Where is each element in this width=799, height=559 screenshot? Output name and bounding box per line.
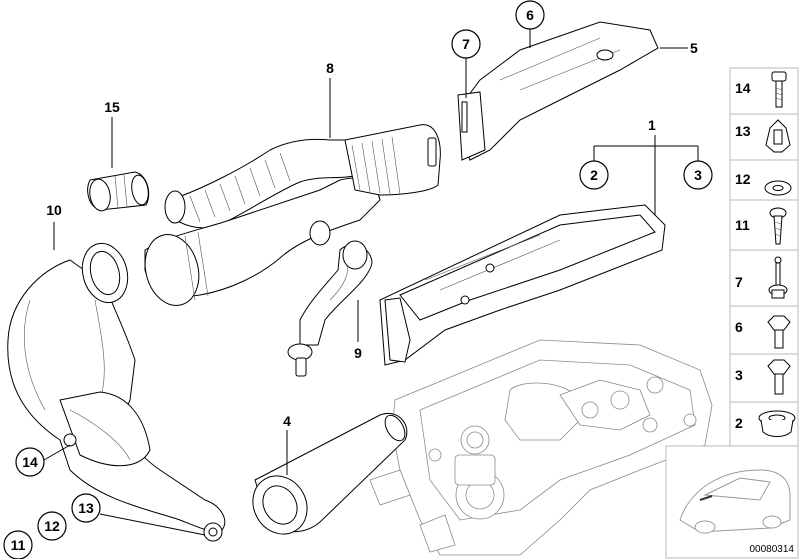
callout-3-circle — [683, 160, 713, 190]
callout-1: 1 — [648, 117, 656, 133]
callout-15: 15 — [104, 99, 120, 115]
callout-14: 14 — [22, 454, 38, 470]
washer-icon — [764, 180, 792, 196]
legend-label-2: 2 — [735, 415, 743, 431]
callout-8: 8 — [326, 60, 334, 76]
flange-bolt-icon — [767, 315, 791, 349]
callout-7: 7 — [462, 36, 470, 52]
part-1-air-guide-drawing — [379, 204, 666, 366]
legend-label-14: 14 — [735, 80, 751, 96]
part-9-vent-hose-drawing — [287, 240, 373, 377]
vehicle-thumbnail: 00080314 — [665, 445, 799, 559]
pin-icon — [768, 256, 788, 299]
legend-row-13: 13 — [729, 113, 799, 161]
callout-6-circle — [515, 0, 545, 30]
legend-row-14: 14 — [729, 67, 799, 115]
cylinder-head-cover-drawing — [369, 339, 713, 556]
callout-12: 12 — [44, 518, 60, 534]
callout-13-circle — [71, 493, 101, 523]
leader-lines — [43, 28, 699, 536]
legend-row-11: 11 — [729, 199, 799, 251]
part-5-upper-duct-drawing — [457, 21, 659, 161]
screw-icon — [769, 207, 787, 245]
callout-6: 6 — [526, 7, 534, 23]
reference-number: 00080314 — [750, 544, 795, 555]
car-thumbnail-icon — [679, 469, 791, 534]
callout-7-circle — [451, 29, 481, 59]
callout-10: 10 — [46, 202, 62, 218]
part-15-sleeve-drawing — [87, 171, 150, 212]
callout-4: 4 — [283, 413, 291, 429]
callout-11: 11 — [11, 537, 26, 553]
legend-row-3: 3 — [729, 353, 799, 403]
legend-label-13: 13 — [735, 123, 751, 139]
callout-9: 9 — [354, 345, 362, 361]
callout-13: 13 — [78, 500, 94, 516]
callout-3: 3 — [694, 167, 702, 183]
legend-label-12: 12 — [735, 171, 751, 187]
clip-nut-icon — [765, 119, 791, 153]
callout-14-circle — [15, 447, 45, 477]
hardware-legend: 14 13 12 11 — [729, 67, 799, 447]
callout-11-circle — [3, 530, 33, 559]
legend-row-7: 7 — [729, 249, 799, 307]
part-4-filter-tube-drawing — [252, 412, 408, 535]
legend-row-6: 6 — [729, 305, 799, 355]
legend-label-6: 6 — [735, 319, 743, 335]
legend-label-7: 7 — [735, 274, 743, 290]
hex-bolt-icon — [767, 359, 791, 395]
callout-12-circle — [37, 511, 67, 541]
callout-5: 5 — [690, 40, 698, 56]
callout-2-circle — [579, 160, 609, 190]
legend-label-3: 3 — [735, 367, 743, 383]
legend-row-12: 12 — [729, 159, 799, 201]
grommet-icon — [758, 410, 796, 437]
callouts: 1 2 3 4 5 6 7 8 9 10 11 12 13 14 15 — [3, 0, 713, 559]
legend-row-2: 2 — [729, 401, 799, 447]
callout-2: 2 — [590, 167, 598, 183]
part-10-intake-duct-drawing — [7, 242, 226, 542]
part-8-bellows-duct-drawing — [144, 124, 441, 306]
legend-label-11: 11 — [735, 217, 750, 233]
bolt-icon — [771, 71, 787, 108]
